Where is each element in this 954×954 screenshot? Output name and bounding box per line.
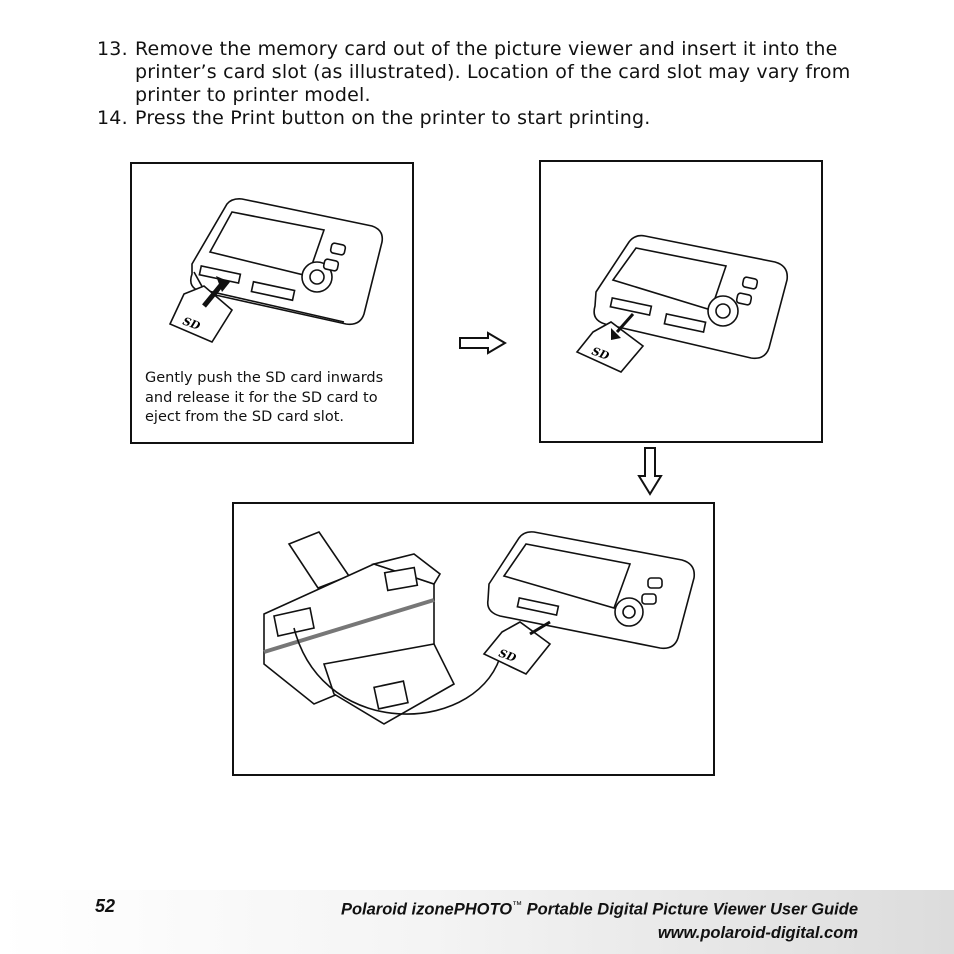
viewer-device-icon: SD xyxy=(575,234,789,373)
footer-band xyxy=(0,890,954,954)
down-arrow-icon xyxy=(637,447,663,496)
svg-text:SD: SD xyxy=(181,315,202,333)
eject-caption: Gently push the SD card inwards and rele… xyxy=(145,370,384,425)
footer-url: www.polaroid-digital.com xyxy=(657,924,858,942)
svg-text:SD: SD xyxy=(497,647,518,665)
printer-insert-panel: SD xyxy=(232,502,715,776)
instruction-list: 13. Remove the memory card out of the pi… xyxy=(97,38,897,130)
card-removed-panel: SD xyxy=(539,160,823,443)
step-13: 13. Remove the memory card out of the pi… xyxy=(97,38,897,107)
svg-text:SD: SD xyxy=(590,345,611,363)
step-number: 14. xyxy=(97,107,128,129)
step-number: 13. xyxy=(97,38,128,60)
page-number: 52 xyxy=(95,896,116,916)
sd-card-icon: SD xyxy=(168,285,234,344)
step-14: 14. Press the Print button on the printe… xyxy=(97,107,897,130)
printer-icon xyxy=(263,531,456,725)
step-text: Remove the memory card out of the pictur… xyxy=(135,38,851,106)
footer-title: Polaroid izonePHOTO™ Portable Digital Pi… xyxy=(340,900,858,919)
viewer-device-icon xyxy=(486,531,696,650)
right-arrow-icon xyxy=(459,331,507,355)
sd-card-icon: SD xyxy=(482,621,552,675)
step-text: Press the Print button on the printer to… xyxy=(135,107,651,129)
sd-card-icon: SD xyxy=(575,321,645,373)
viewer-device-icon: SD xyxy=(168,198,384,344)
eject-illustration-panel: SD Gently push the SD card inwards and r… xyxy=(130,162,414,444)
